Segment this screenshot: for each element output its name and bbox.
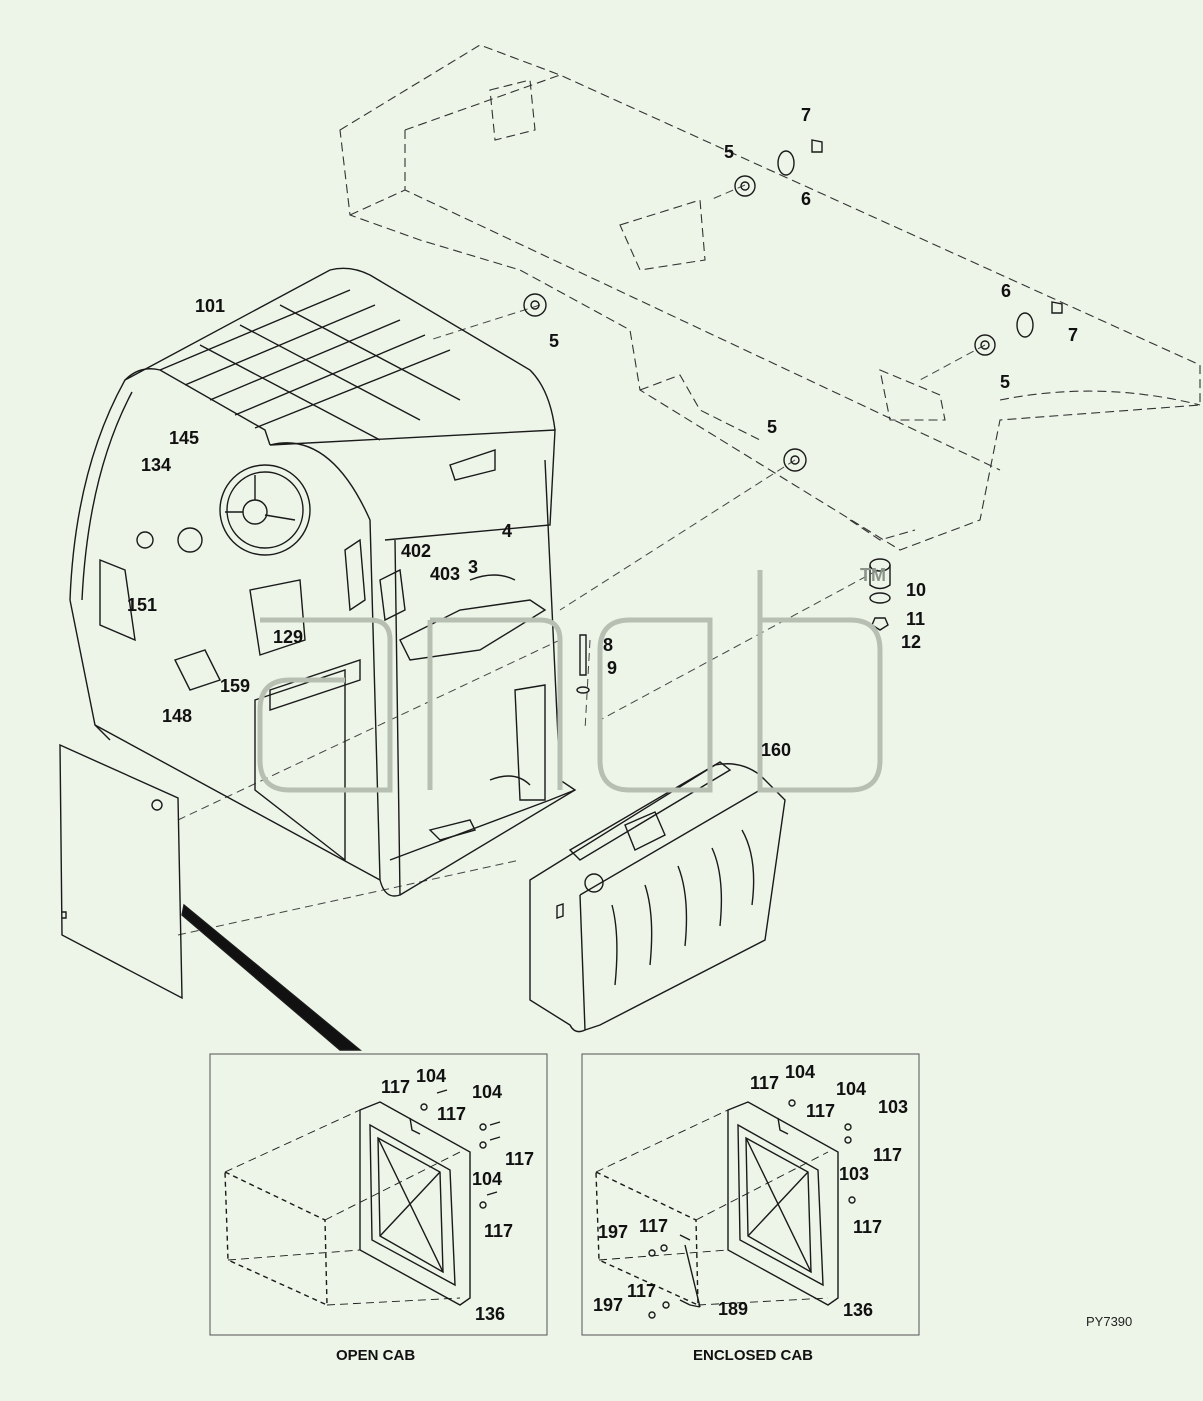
callout-label: 8	[603, 635, 614, 655]
callout-label: 148	[162, 706, 193, 726]
callout-label: 136	[475, 1304, 506, 1324]
callout-label: 159	[220, 676, 251, 696]
callout-label: 117	[484, 1221, 514, 1241]
enclosed-cab-filter	[595, 1099, 856, 1319]
callout-label: 403	[430, 564, 461, 584]
callout-label: 7	[1068, 325, 1079, 345]
callout-label: 402	[401, 541, 432, 561]
callout-label: 4	[502, 521, 513, 541]
side-panel	[59, 743, 362, 1051]
enclosed-cab-caption: ENCLOSED CAB	[693, 1347, 814, 1364]
callout-label: 5	[549, 331, 560, 351]
callout-label: 117	[627, 1281, 657, 1301]
callout-label: 151	[127, 595, 158, 615]
callout-label: 104	[785, 1062, 816, 1082]
callout-label: 12	[901, 632, 922, 652]
callout-label: 5	[724, 142, 735, 162]
callout-label: 117	[505, 1149, 535, 1169]
figure-reference: PY7390	[1086, 1314, 1133, 1329]
callout-label: 136	[843, 1300, 874, 1320]
callout-label: 104	[472, 1082, 503, 1102]
callout-label: 117	[806, 1101, 836, 1121]
callout-label: 11	[906, 609, 926, 629]
callout-label: 9	[607, 658, 618, 678]
callout-label: 10	[906, 580, 927, 600]
callout-label: 189	[718, 1299, 749, 1319]
callout-label: 3	[468, 557, 479, 577]
inset-enclosed-frame	[581, 1053, 920, 1336]
callout-label: 5	[1000, 372, 1011, 392]
callout-label: 5	[767, 417, 778, 437]
callout-label: 145	[169, 428, 200, 448]
cab-frame	[69, 267, 577, 897]
callout-label: 104	[416, 1066, 447, 1086]
callout-label: 7	[801, 105, 812, 125]
callout-label: 117	[437, 1104, 467, 1124]
open-cab-filter	[224, 1089, 501, 1307]
callout-label: 117	[381, 1077, 411, 1097]
frame-outline	[339, 44, 1201, 551]
callout-label: 160	[761, 740, 792, 760]
inset-open-frame	[209, 1053, 548, 1336]
leader-lines	[177, 184, 986, 936]
mount-hardware	[523, 139, 1063, 694]
callout-label: 197	[598, 1222, 629, 1242]
callout-label: 117	[750, 1073, 780, 1093]
watermark-logo	[257, 570, 883, 793]
callout-label: 103	[878, 1097, 909, 1117]
callout-label: 129	[273, 627, 304, 647]
fuel-tank	[529, 761, 786, 1033]
callout-label: 101	[195, 296, 226, 316]
callout-label: 6	[1001, 281, 1012, 301]
trademark-mark: TM	[860, 565, 886, 585]
callout-label: 104	[472, 1169, 503, 1189]
callout-label: 6	[801, 189, 812, 209]
callout-label: 117	[873, 1145, 903, 1165]
callout-label: 103	[839, 1164, 870, 1184]
callout-label: 197	[593, 1295, 624, 1315]
callout-label: 117	[853, 1217, 883, 1237]
open-cab-caption: OPEN CAB	[336, 1347, 416, 1364]
callout-label: 117	[639, 1216, 669, 1236]
callout-label: 134	[141, 455, 172, 475]
callout-label: 104	[836, 1079, 867, 1099]
